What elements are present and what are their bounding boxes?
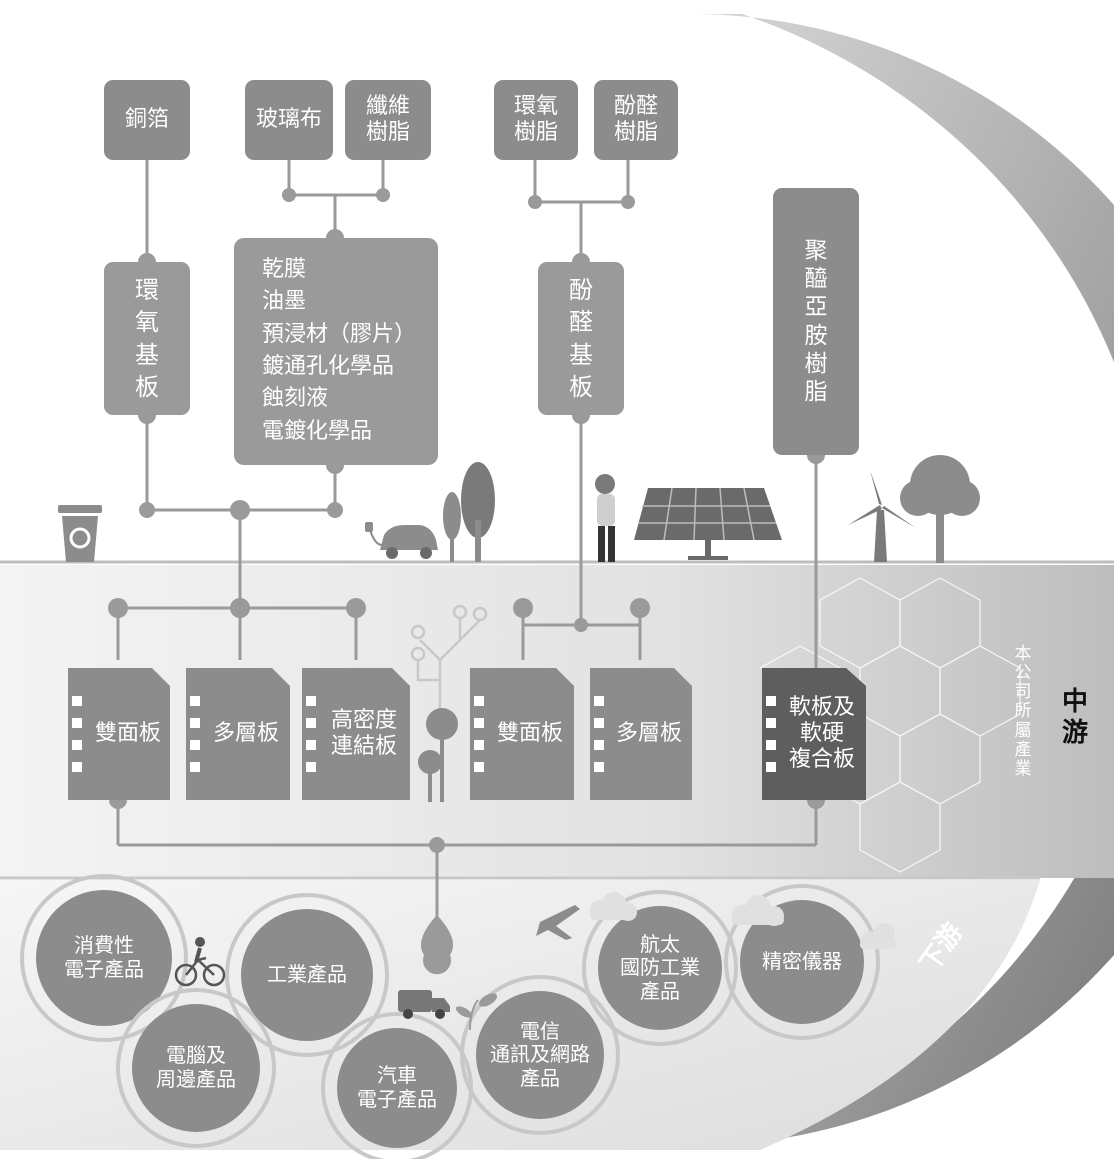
glass-cloth-label: 玻璃布	[255, 107, 322, 133]
industrial-circle	[225, 893, 389, 1057]
raw-material-boxes	[104, 80, 678, 160]
precision-instruments-label: 精密儀器	[762, 949, 842, 974]
polyimide-resin-label: 聚 醯 亞 胺 樹 脂	[804, 238, 828, 405]
automotive-electronics-label: 汽車 電子產品	[357, 1063, 437, 1111]
rigid-flex-board-label: 軟板及 軟硬 複合板	[788, 695, 855, 772]
computer-peripherals-circle	[116, 988, 276, 1148]
person-icon	[595, 474, 615, 562]
midstream-band-label: 中 游	[1061, 687, 1088, 748]
tree-icon	[443, 462, 495, 562]
phenolic-substrate-label: 酚 醛 基 板	[569, 275, 593, 401]
truck-icon	[398, 990, 450, 1019]
substrate-boxes	[104, 188, 859, 465]
pcb-board-shapes	[68, 668, 866, 800]
product-circles	[20, 874, 880, 1159]
aerospace-defense-label: 航太 國防工業 產品	[620, 931, 700, 1003]
consumer-electronics-label: 消費性 電子產品	[64, 933, 144, 981]
pcb-pin-squares	[72, 696, 776, 772]
circuit-tree-icon	[410, 604, 488, 710]
double-sided-board-1-label: 雙面板	[94, 721, 161, 747]
recycle-bin-icon	[58, 505, 102, 562]
solar-panel-icon	[634, 487, 782, 560]
double-sided-board-2-label: 雙面板	[496, 721, 563, 747]
sprout-icon	[455, 993, 498, 1031]
ev-car-icon	[365, 522, 438, 559]
multilayer-board-1-label: 多層板	[212, 721, 279, 747]
connector-lines	[116, 160, 818, 925]
telecom-products-label: 電信 通訊及網路 產品	[490, 1018, 590, 1090]
telecom-circle	[460, 975, 620, 1135]
industrial-products-label: 工業產品	[267, 962, 347, 987]
hdi-board-label: 高密度 連結板	[330, 708, 397, 759]
epoxy-resin-label: 環氧 樹脂	[513, 94, 558, 145]
fiber-resin-label: 纖維 樹脂	[365, 94, 410, 145]
phenolic-resin-label: 酚醛 樹脂	[613, 94, 658, 145]
cloud-icon	[590, 892, 896, 949]
tree-icon	[900, 455, 980, 563]
epoxy-substrate-label: 環 氧 基 板	[135, 275, 159, 401]
tree-icon	[418, 708, 458, 802]
chemicals-list: 乾膜 油墨 預浸材（膠片） 鍍通孔化學品 蝕刻液 電鍍化學品	[262, 257, 417, 444]
multilayer-board-2-label: 多層板	[615, 721, 682, 747]
aerospace-circle	[582, 890, 738, 1046]
consumer-electronics-circle	[20, 874, 188, 1042]
bicycle-icon	[174, 937, 226, 987]
airplane-icon	[536, 905, 580, 940]
wind-turbine-icon	[848, 470, 916, 562]
computer-peripherals-label: 電腦及 周邊產品	[156, 1043, 236, 1091]
precision-instruments-circle	[724, 884, 880, 1040]
copper-foil-label: 銅箔	[124, 107, 169, 133]
company-industry-note: 本 公 司 所 屬 產 業	[1014, 644, 1032, 779]
